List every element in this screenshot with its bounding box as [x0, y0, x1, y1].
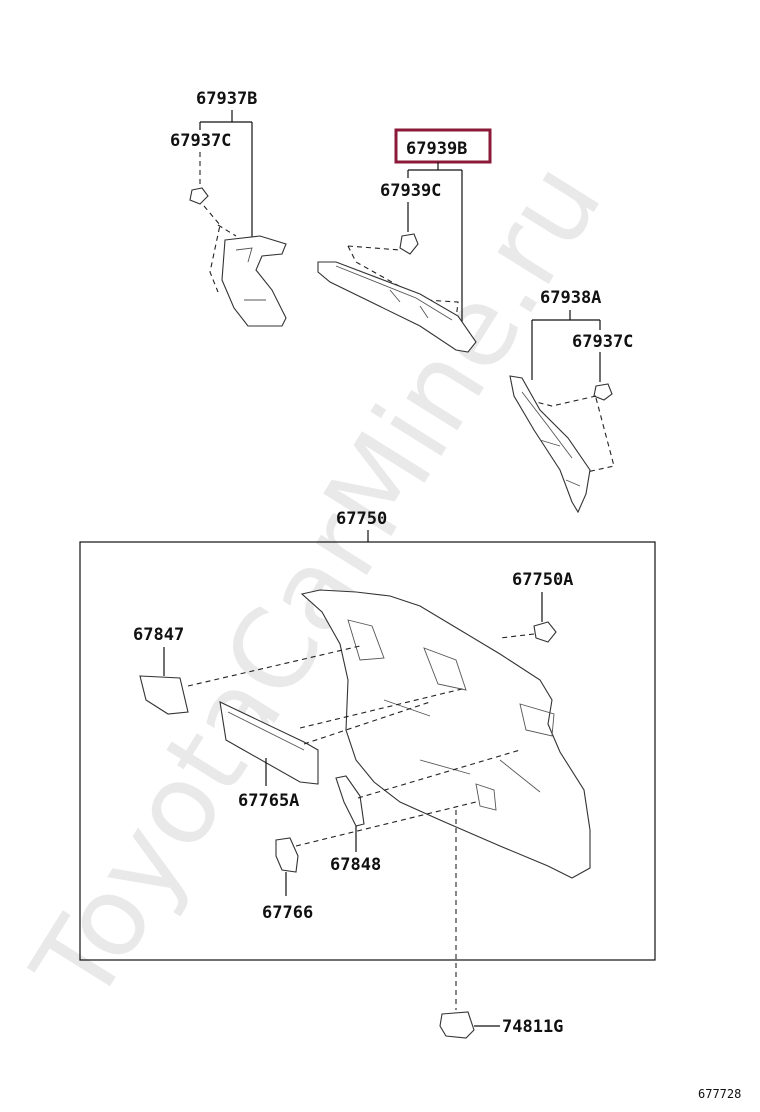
clip-67937c-right-shape: [593, 383, 613, 401]
label-67937c-right[interactable]: 67937C: [572, 332, 633, 352]
part-67750-group: 67750 67750A 67847 67765A 67848: [79, 509, 656, 961]
label-67937b[interactable]: 67937B: [196, 89, 257, 109]
diagram-id: 677728: [698, 1087, 741, 1101]
part-67939b-group: 67939B 67939C: [317, 128, 492, 353]
clip-67937c-left-shape: [189, 187, 209, 205]
label-67939c[interactable]: 67939C: [380, 181, 441, 201]
label-74811g[interactable]: 74811G: [502, 1017, 563, 1037]
label-67848[interactable]: 67848: [330, 855, 381, 875]
label-67750a[interactable]: 67750A: [512, 570, 573, 590]
label-67939b[interactable]: 67939B: [406, 139, 467, 159]
trim-67937b-shape: [221, 235, 287, 327]
garnish-67939b-shape: [317, 261, 477, 353]
trim-board-67750-shape: [300, 589, 591, 879]
cover-67766-shape: [275, 837, 299, 873]
label-67766[interactable]: 67766: [262, 903, 313, 923]
part-67937b-group: 67937B 67937C: [170, 89, 287, 327]
clip-67939c-shape: [399, 233, 419, 255]
cover-67765a-shape: [219, 701, 319, 785]
label-67938a[interactable]: 67938A: [540, 288, 601, 308]
cover-67847-shape: [139, 675, 189, 715]
cap-74811g-shape: [439, 1011, 475, 1039]
part-74811g-group: 74811G: [439, 810, 563, 1039]
trim-67938a-shape: [509, 375, 591, 514]
assembly-box: [79, 541, 656, 961]
label-67750[interactable]: 67750: [336, 509, 387, 529]
clip-67750a-shape: [533, 621, 557, 643]
part-67938a-group: 67938A 67937C: [509, 288, 633, 514]
highlight-box: [394, 128, 492, 164]
label-67765a[interactable]: 67765A: [238, 791, 299, 811]
label-67847[interactable]: 67847: [133, 625, 184, 645]
bracket-67848-shape: [335, 775, 365, 827]
label-67937c-left[interactable]: 67937C: [170, 131, 231, 151]
